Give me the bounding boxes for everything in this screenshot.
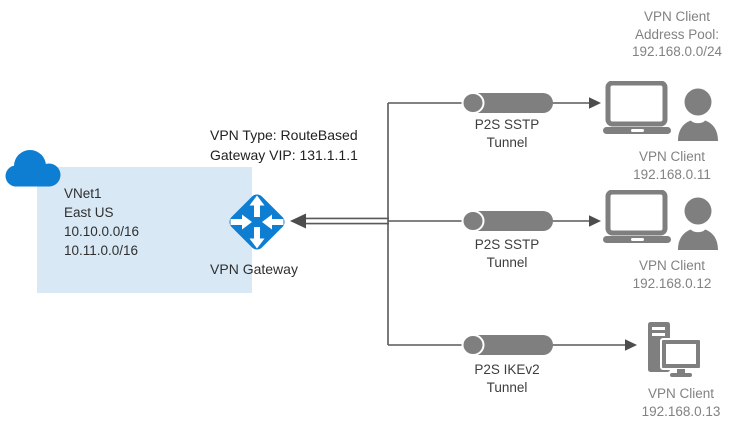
tunnel-1-name: P2S SSTP bbox=[474, 117, 540, 132]
vnet-name: VNet1 bbox=[64, 186, 102, 201]
vpn-gateway-icon bbox=[229, 194, 285, 250]
arrowhead-client-3 bbox=[625, 339, 637, 351]
arrowhead-client-2 bbox=[589, 215, 601, 227]
tunnel-1-suffix: Tunnel bbox=[486, 134, 528, 150]
vnet-prefix-1: 10.10.0.0/16 bbox=[64, 224, 140, 239]
vnet-prefix-2: 10.11.0.0/16 bbox=[64, 243, 139, 258]
pool-line-2: Address Pool: bbox=[634, 26, 720, 42]
vnet-box: VNet1 East US 10.10.0.0/16 10.11.0.0/16 bbox=[37, 167, 252, 293]
tunnel-2-name: P2S SSTP bbox=[474, 237, 540, 252]
laptop-user-icon bbox=[603, 81, 718, 141]
vpn-client-address-pool-label: VPN Client Address Pool: 192.168.0.0/24 bbox=[612, 8, 740, 61]
arrowhead-gateway bbox=[290, 213, 306, 229]
cloud-icon bbox=[5, 150, 61, 187]
pool-line-1: VPN Client bbox=[643, 9, 711, 24]
vnet-details: VNet1 East US 10.10.0.0/16 10.11.0.0/16 bbox=[64, 184, 139, 260]
vpn-gateway-label: VPN Gateway bbox=[210, 261, 298, 277]
tunnel-label-3: P2S IKEv2 Tunnel bbox=[452, 361, 562, 396]
tunnel-2-suffix: Tunnel bbox=[486, 254, 528, 270]
client-3-title: VPN Client bbox=[647, 386, 715, 401]
gateway-vip-text: Gateway VIP: 131.1.1.1 bbox=[210, 146, 358, 163]
client-3-ip: 192.168.0.13 bbox=[641, 403, 721, 419]
client-1-title: VPN Client bbox=[638, 149, 706, 164]
tunnel-label-1: P2S SSTP Tunnel bbox=[452, 116, 562, 151]
client-label-3: VPN Client 192.168.0.13 bbox=[616, 385, 740, 420]
tunnel-3-suffix: Tunnel bbox=[486, 379, 528, 395]
pool-line-3: 192.168.0.0/24 bbox=[631, 44, 723, 59]
client-1-ip: 192.168.0.11 bbox=[633, 166, 711, 182]
tunnel-cylinder-1 bbox=[461, 92, 553, 114]
desktop-pc-icon bbox=[648, 322, 702, 377]
client-2-ip: 192.168.0.12 bbox=[632, 275, 712, 291]
tunnel-cylinder-3 bbox=[461, 334, 553, 356]
tunnel-label-2: P2S SSTP Tunnel bbox=[452, 236, 562, 271]
client-label-1: VPN Client 192.168.0.11 bbox=[607, 148, 737, 183]
vpn-type-text: VPN Type: RouteBased bbox=[210, 127, 358, 143]
vnet-region: East US bbox=[64, 205, 114, 220]
client-2-title: VPN Client bbox=[638, 258, 706, 273]
tunnel-3-name: P2S IKEv2 bbox=[474, 362, 540, 377]
client-label-2: VPN Client 192.168.0.12 bbox=[607, 257, 737, 292]
arrowhead-client-1 bbox=[589, 97, 601, 109]
tunnel-cylinder-2 bbox=[461, 210, 553, 232]
gateway-info: VPN Type: RouteBased Gateway VIP: 131.1.… bbox=[210, 126, 358, 165]
laptop-user-icon bbox=[603, 190, 718, 250]
